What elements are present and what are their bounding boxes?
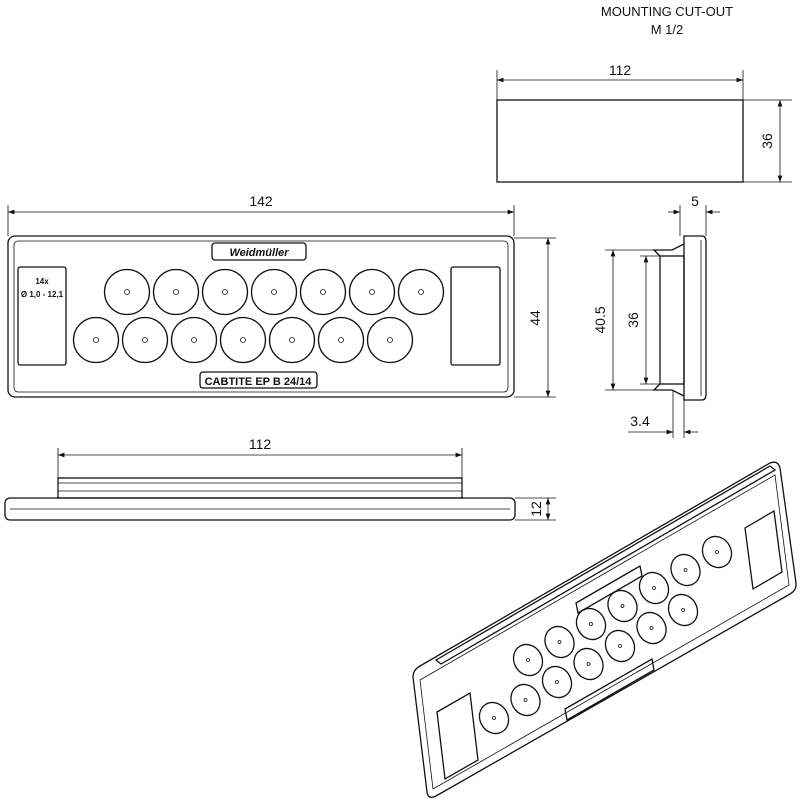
cable-hole — [219, 316, 267, 364]
iso-cable-hole — [670, 553, 701, 587]
iso-hole-center — [681, 608, 685, 612]
hole-count-label: 14x — [35, 277, 49, 286]
iso-hole-center — [557, 640, 562, 644]
iso-cable-hole — [701, 535, 733, 569]
iso-cable-hole — [512, 643, 544, 677]
iso-hole-center — [523, 698, 528, 702]
iso-cable-hole — [573, 647, 604, 681]
cutout-width-dim: 112 — [609, 62, 632, 78]
iso-cable-hole — [636, 611, 667, 645]
cable-hole — [152, 268, 200, 316]
bottom-view: 112 12 — [4, 436, 556, 521]
iso-hole-center — [620, 604, 625, 608]
iso-cable-hole — [541, 665, 573, 699]
hole-center-mark — [142, 337, 148, 343]
cable-hole — [201, 268, 249, 316]
bottom-width-dim: 112 — [249, 436, 272, 452]
hole-center-mark — [191, 337, 197, 343]
cable-hole — [299, 268, 347, 316]
iso-hole-center — [555, 680, 559, 684]
title-line2: M 1/2 — [651, 22, 684, 37]
isometric-view — [412, 461, 797, 798]
iso-cable-hole — [510, 683, 541, 717]
brand-logo: Weidmüller — [229, 247, 289, 259]
hole-center-mark — [320, 289, 326, 295]
iso-cable-hole — [604, 629, 636, 663]
hole-center-mark — [271, 289, 277, 295]
side-overall-dim: 40.5 — [592, 306, 608, 333]
iso-hole-center — [618, 644, 622, 648]
iso-cable-hole — [638, 571, 670, 605]
side-body-dim: 36 — [625, 312, 641, 328]
iso-hole-center — [586, 662, 591, 666]
iso-hole-center — [715, 550, 719, 554]
cable-hole — [268, 316, 316, 364]
cable-hole — [366, 316, 414, 364]
cable-hole — [397, 268, 445, 316]
hole-center-mark — [289, 337, 295, 343]
side-view: 5 40.5 36 3.4 — [592, 193, 720, 438]
hole-center-mark — [124, 289, 130, 295]
hole-center-mark — [93, 337, 99, 343]
bottom-height-dim: 12 — [528, 501, 544, 517]
hole-center-mark — [173, 289, 179, 295]
front-view: 142 14x Ø 1,0 - 12,1 Weidmüller CABTITE … — [7, 193, 556, 398]
front-height-dim: 44 — [527, 310, 543, 326]
iso-hole-center — [683, 568, 688, 572]
cable-hole — [170, 316, 218, 364]
cutout-height-dim: 36 — [759, 133, 775, 149]
iso-cable-hole — [544, 625, 575, 659]
iso-cable-hole — [478, 701, 510, 735]
iso-hole-center — [589, 622, 593, 626]
cable-hole — [72, 316, 120, 364]
hole-center-mark — [338, 337, 344, 343]
cable-hole — [348, 268, 396, 316]
hole-center-mark — [240, 337, 246, 343]
title-line1: MOUNTING CUT-OUT — [601, 4, 733, 19]
iso-cable-hole — [667, 593, 699, 627]
mounting-cutout-view: 112 36 — [496, 62, 792, 183]
cable-hole — [103, 268, 151, 316]
side-offset-dim: 3.4 — [630, 413, 650, 429]
hole-center-mark — [369, 289, 375, 295]
hole-range-label: Ø 1,0 - 12,1 — [21, 290, 64, 299]
hole-center-mark — [387, 337, 393, 343]
hole-center-mark — [418, 289, 424, 295]
cable-hole — [250, 268, 298, 316]
iso-cable-hole — [607, 589, 638, 623]
product-label: CABTITE EP B 24/14 — [205, 376, 313, 388]
iso-hole-center — [649, 626, 654, 630]
cable-hole — [121, 316, 169, 364]
iso-hole-center — [526, 658, 530, 662]
iso-hole-center — [652, 586, 656, 590]
side-flange-dim: 5 — [691, 193, 699, 209]
cable-hole — [317, 316, 365, 364]
hole-center-mark — [222, 289, 228, 295]
front-width-dim: 142 — [249, 193, 273, 209]
iso-hole-center — [492, 716, 496, 720]
